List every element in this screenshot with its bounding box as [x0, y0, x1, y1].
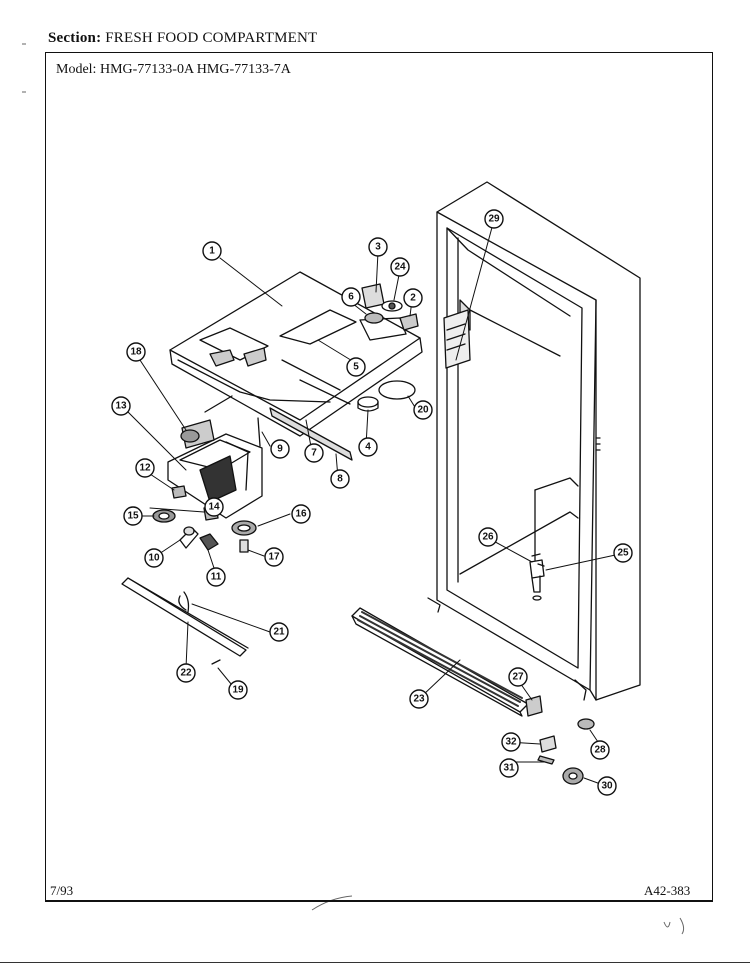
- callout-10: 10: [148, 553, 160, 564]
- callout-17: 17: [268, 552, 280, 563]
- lower-bracket-drawing: [121, 577, 249, 665]
- footer-date: 7/93: [50, 883, 74, 898]
- callout-15: 15: [127, 511, 139, 522]
- callout-6: 6: [348, 292, 354, 303]
- callout-24: 24: [394, 262, 406, 273]
- callout-32: 32: [505, 737, 517, 748]
- switch-assembly-drawing: [361, 283, 419, 331]
- section-title: Section: FRESH FOOD COMPARTMENT: [48, 30, 317, 47]
- lens-drawing: [357, 380, 416, 412]
- callout-3: 3: [375, 242, 381, 253]
- callout-12: 12: [139, 463, 151, 474]
- callout-16: 16: [295, 509, 307, 520]
- callout-2: 2: [410, 293, 416, 304]
- section-value: FRESH FOOD COMPARTMENT: [105, 30, 318, 46]
- callout-20: 20: [417, 405, 429, 416]
- model-label: Model:: [56, 62, 97, 77]
- callout-29: 29: [488, 214, 500, 225]
- footer-code: A42-383: [644, 883, 691, 898]
- light-housing-drawing: [169, 271, 423, 437]
- callout-25: 25: [617, 548, 629, 559]
- screw-drawing: [257, 417, 261, 447]
- callout-7: 7: [311, 448, 317, 459]
- lower-parts-drawing: [525, 553, 595, 785]
- callout-4: 4: [365, 442, 371, 453]
- control-housing-drawing: [167, 395, 263, 519]
- grille-drawing: [351, 607, 529, 717]
- section-label: Section:: [48, 30, 102, 46]
- callout-23: 23: [413, 694, 425, 705]
- model-numbers: HMG-77133-0A HMG-77133-7A: [99, 62, 291, 77]
- footer-divider: [45, 900, 713, 902]
- callout-26: 26: [482, 532, 494, 543]
- callout-14: 14: [208, 502, 220, 513]
- callout-13: 13: [115, 401, 127, 412]
- callout-22: 22: [180, 668, 192, 679]
- callout-19: 19: [232, 685, 244, 696]
- callout-11: 11: [211, 572, 222, 583]
- callout-18: 18: [130, 347, 142, 358]
- callout-27: 27: [512, 672, 524, 683]
- callout-circles: [111, 209, 633, 796]
- callout-8: 8: [337, 474, 343, 485]
- callout-28: 28: [594, 745, 606, 756]
- callout-30: 30: [601, 781, 613, 792]
- callout-31: 31: [503, 763, 515, 774]
- callout-9: 9: [277, 444, 283, 455]
- scan-marks: [22, 43, 685, 935]
- model-line: Model: HMG-77133-0A HMG-77133-7A: [56, 62, 291, 78]
- callout-1: 1: [209, 246, 215, 257]
- callout-21: 21: [273, 627, 285, 638]
- bracket-drawing: [269, 407, 353, 461]
- cabinet-drawing: [427, 181, 641, 701]
- callout-5: 5: [353, 362, 359, 373]
- page-bottom-divider: [0, 962, 750, 963]
